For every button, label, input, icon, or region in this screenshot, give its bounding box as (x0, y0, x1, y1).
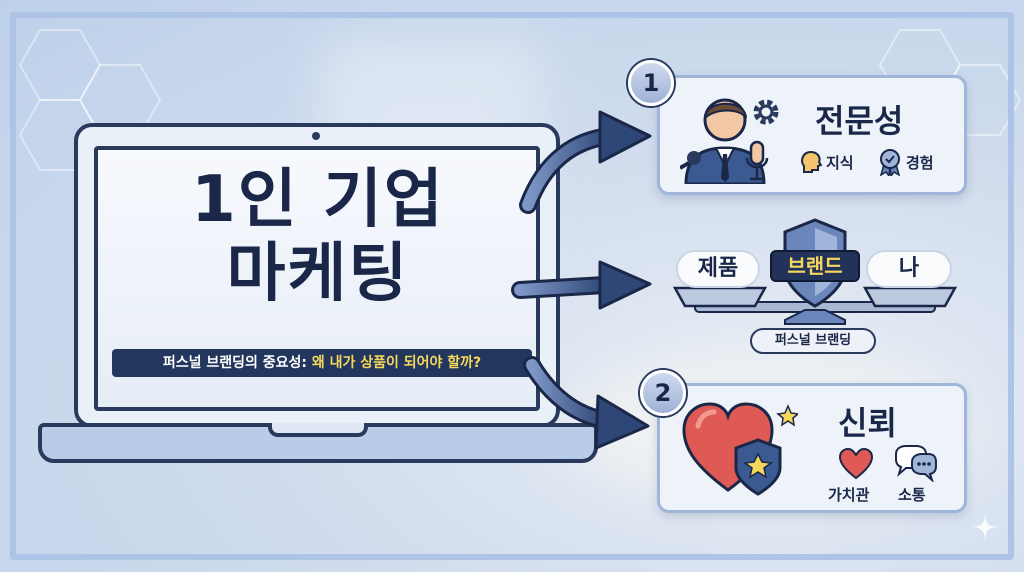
microphone-icon (745, 140, 769, 181)
speaker-person-icon (680, 98, 766, 184)
trust-title: 신뢰 (838, 404, 897, 442)
chat-bubbles-icon (895, 445, 937, 482)
expertise-item-knowledge: 지식 (826, 154, 854, 172)
camera-icon (312, 132, 320, 140)
trust-item-values: 가치관 (828, 486, 870, 504)
trust-card: 신뢰 가치관 소통 (657, 383, 967, 513)
main-title: 1인 기업 마케팅 (98, 163, 538, 311)
arrow-to-trust (523, 356, 650, 450)
expertise-title: 전문성 (815, 102, 904, 140)
step-badge-1: 1 (628, 60, 674, 106)
arrow-to-expertise (519, 110, 652, 214)
title-line-2: 마케팅 (226, 237, 410, 311)
gear-icon (753, 99, 779, 125)
trust-item-communication: 소통 (898, 486, 926, 504)
sparkle-icon (972, 514, 998, 540)
laptop-notch (268, 423, 368, 437)
subtitle-banner: 퍼스널 브랜딩의 중요성: 왜 내가 상품이 되어야 할까? (112, 349, 532, 377)
head-icon (801, 150, 822, 173)
arrow-to-scale (511, 260, 652, 310)
scale-right-me: 나 (866, 250, 952, 288)
laptop: 1인 기업 마케팅 퍼스널 브랜딩의 중요성: 왜 내가 상품이 되어야 할까? (38, 123, 598, 478)
subtitle-part-1: 퍼스널 브랜딩의 중요성: (162, 355, 312, 371)
heart-shield-icon (682, 402, 798, 496)
scale-left-product: 제품 (676, 250, 760, 288)
award-ribbon-icon (879, 149, 901, 176)
step-badge-2: 2 (640, 370, 686, 416)
heart-icon (838, 448, 874, 480)
scale-center-brand: 브랜드 (770, 250, 860, 282)
subtitle-part-2: 왜 내가 상품이 되어야 할까? (311, 355, 482, 371)
expertise-card: 전문성 지식 경험 (657, 75, 967, 195)
title-line-1: 1인 기업 (191, 163, 445, 237)
expertise-item-experience: 경험 (906, 154, 934, 172)
personal-branding-label: 퍼스널 브랜딩 (750, 328, 876, 354)
